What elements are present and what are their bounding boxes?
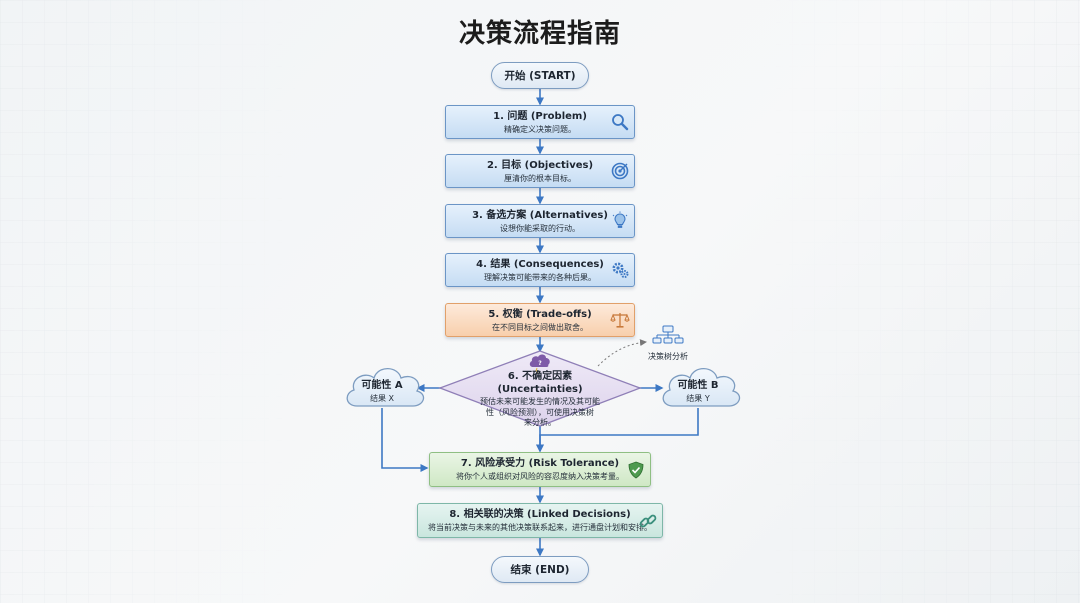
start-label: 开始 (START) [504,70,576,82]
magnifier-icon [612,114,629,131]
outcome-a-node: 可能性 A 结果 X [347,379,417,404]
arrow-outcome-a-to-step7 [381,408,429,472]
step-description: 将当前决策与未来的其他决策联系起来，进行通盘计划和安排。 [428,523,652,532]
step-title: 8. 相关联的决策 (Linked Decisions) [449,509,631,520]
step-6-uncertainties-node: 6. 不确定因素 (Uncertainties) 预估未来可能发生的情况及其可能… [470,370,610,429]
step-title: 7. 风险承受力 (Risk Tolerance) [460,458,620,469]
gears-icon [612,262,629,278]
step-title: 6. 不确定因素 (Uncertainties) [497,371,583,395]
step-title: 3. 备选方案 (Alternatives) [472,209,608,221]
step-7-risk-tolerance-box: 7. 风险承受力 (Risk Tolerance) 将你个人或组织对风险的容忍度… [429,452,651,487]
step-title: 4. 结果 (Consequences) [476,258,604,270]
uncertainty-diamond-shape [438,350,642,427]
step-description: 在不同目标之间做出取舍。 [492,322,588,332]
page-title: 决策流程指南 [458,19,621,49]
balance-scale-icon [610,313,630,328]
step-4-consequences-box: 4. 结果 (Consequences) 理解决策可能带来的各种后果。 [445,253,635,287]
step-description: 理解决策可能带来的各种后果。 [484,272,596,282]
outcome-b-node: 可能性 B 结果 Y [663,379,733,404]
step-description: 厘清你的根本目标。 [504,173,576,183]
step-description-line-1: 预估未来可能发生的情况及其可能 [480,397,600,406]
outcome-description: 结果 Y [686,394,710,403]
target-icon [611,162,629,180]
arrow-outcome-b-to-step7 [536,408,699,453]
question-cloud-icon: ? [529,354,550,375]
step-description: 设想你能采取的行动。 [500,223,580,233]
outcome-title: 可能性 A [361,380,403,391]
step-5-tradeoffs-box: 5. 权衡 (Trade-offs) 在不同目标之间做出取舍。 [445,303,635,337]
step-description-line-2: 性（风险预测），可使用决策树 [486,407,594,417]
shield-icon [628,461,644,478]
step-2-objectives-box: 2. 目标 (Objectives) 厘清你的根本目标。 [445,154,635,188]
step-1-problem-box: 1. 问题 (Problem) 精确定义决策问题。 [445,105,635,139]
step-title: 2. 目标 (Objectives) [486,159,594,171]
start-node: 开始 (START) [491,62,589,89]
step-3-alternatives-box: 3. 备选方案 (Alternatives) 设想你能采取的行动。 [445,204,635,238]
step-description: 精确定义决策问题。 [504,124,576,134]
cloud-outcome-b-shape [662,367,741,407]
end-label: 结束 (END) [510,564,570,576]
chain-link-icon [639,514,657,527]
decision-tree-icon [652,325,684,344]
decision-tree-label: 决策树分析 [648,352,688,361]
step-title: 5. 权衡 (Trade-offs) [488,308,592,320]
step-description-line-3: 来分析。 [524,418,556,427]
step-description: 将你个人或组织对风险的容忍度纳入决策考量。 [456,472,624,481]
lightbulb-icon [612,211,628,228]
end-node: 结束 (END) [491,556,589,583]
cloud-outcome-a-shape [346,367,425,407]
step-8-linked-decisions-box: 8. 相关联的决策 (Linked Decisions) 将当前决策与未来的其他… [417,503,663,538]
svg-text:?: ? [538,360,542,367]
dotted-link-to-decision-tree [597,339,647,367]
outcome-description: 结果 X [369,394,395,403]
outcome-title: 可能性 B [677,380,719,391]
step-title: 1. 问题 (Problem) [493,110,587,122]
